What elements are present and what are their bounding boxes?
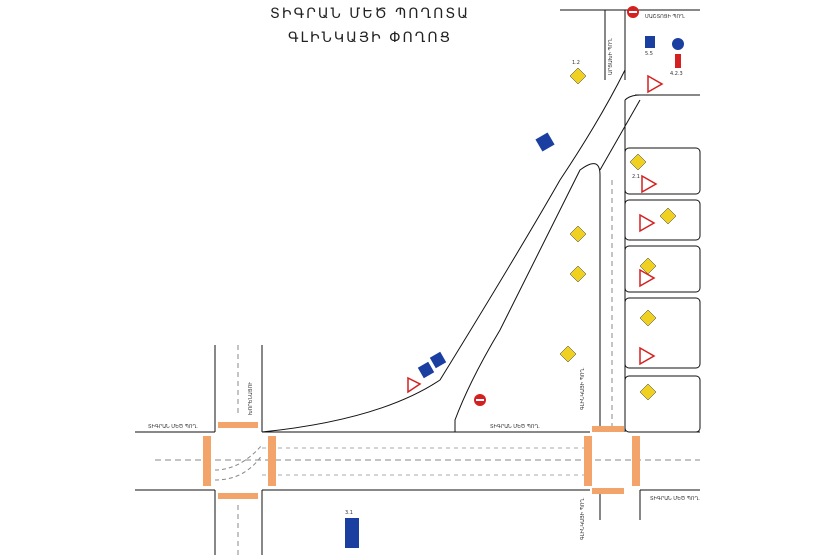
sign-no-entry-top bbox=[627, 6, 639, 18]
street-label-top-right: ՄԱՇՏՈՑԻ ՊՈՂ. bbox=[645, 14, 686, 20]
street-label-vertical-bottom: ԳԼԻՆԿԱՅԻ ՊՈՂ. bbox=[580, 497, 586, 540]
sign-priority-road-2 bbox=[569, 225, 587, 243]
sign-blue-diagonal-lower bbox=[417, 351, 447, 379]
sign-blue-bottom: 3.1 bbox=[345, 510, 359, 548]
sign-yield-right-2 bbox=[639, 213, 656, 233]
diagram-title-line-1: ՏԻԳՐԱՆ ՄԵԾ ՊՈՂՈՏԱ bbox=[270, 6, 470, 22]
right-vertical-road bbox=[560, 9, 700, 520]
sign-code-3-1: 3.1 bbox=[345, 510, 353, 516]
street-label-vertical-right: ԳԼԻՆԿԱՅԻ ՊՈՂ. bbox=[580, 367, 586, 410]
sign-no-entry-middle bbox=[474, 394, 486, 406]
left-vertical-road bbox=[214, 345, 263, 555]
street-label-tigran-left: ՏԻԳՐԱՆ ՄԵԾ ՊՈՂ. bbox=[148, 424, 198, 430]
sign-priority-road-3 bbox=[569, 265, 587, 283]
sign-yield-left bbox=[407, 376, 422, 394]
diagonal-road bbox=[261, 10, 641, 433]
parking-bays bbox=[624, 147, 701, 433]
sign-code-2-1-a: 2.1 bbox=[632, 174, 640, 180]
sign-priority-right-1: 2.1 bbox=[629, 153, 647, 180]
sign-one-way-blue: 5.5 bbox=[645, 36, 655, 57]
street-label-left-vertical: ԽՈՐԵՆԱՑՈՒ bbox=[248, 382, 254, 415]
sign-priority-road-1: 1.2 bbox=[569, 60, 587, 85]
sign-yield-right-1 bbox=[641, 174, 658, 194]
sign-yield-right-3 bbox=[639, 268, 656, 288]
main-road bbox=[135, 431, 700, 491]
sign-yield-top bbox=[647, 74, 664, 94]
sign-code-4-2-3: 4.2.3 bbox=[670, 71, 683, 77]
sign-blue-diagonal bbox=[535, 132, 555, 152]
street-label-tigran-right-top: ՏԻԳՐԱՆ ՄԵԾ ՊՈՂ. bbox=[490, 424, 540, 430]
street-label-tigran-right-bottom: ՏԻԳՐԱՆ ՄԵԾ ՊՈՂ. bbox=[650, 496, 700, 502]
street-label-vertical-top: ԱՐՑԱԽԻ ՊՈՂ. bbox=[608, 37, 614, 75]
sign-priority-road-4 bbox=[559, 345, 577, 363]
sign-priority-right-5 bbox=[639, 383, 657, 401]
sign-yield-right-4 bbox=[639, 346, 656, 366]
crosswalks bbox=[203, 422, 640, 499]
sign-code-1-2-a: 1.2 bbox=[572, 60, 580, 66]
sign-code-5-5: 5.5 bbox=[645, 51, 653, 57]
sign-priority-right-4 bbox=[639, 309, 657, 327]
sign-mandatory-blue: 4.2.3 bbox=[670, 38, 684, 77]
diagram-title-line-2: ԳԼԻՆԿԱՅԻ ՓՈՂՈՑ bbox=[288, 30, 452, 46]
sign-priority-right-2 bbox=[659, 207, 677, 225]
